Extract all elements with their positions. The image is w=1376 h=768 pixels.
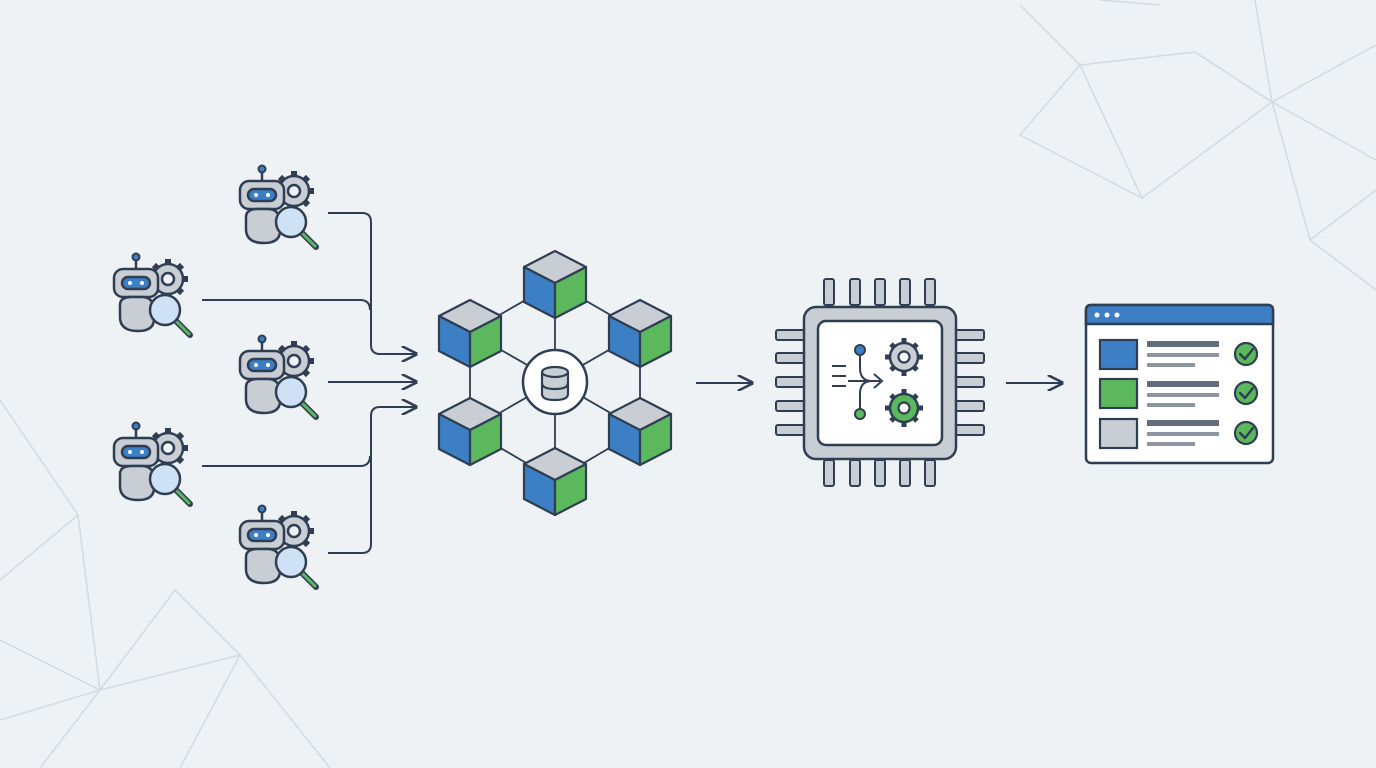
cube xyxy=(437,396,503,467)
cube xyxy=(607,298,673,369)
robot-icon xyxy=(114,254,190,336)
robot-icon xyxy=(240,336,316,418)
chip-pins xyxy=(775,278,985,487)
hub-network xyxy=(437,249,673,517)
gear-icon xyxy=(885,338,923,376)
gear-icon xyxy=(885,389,923,427)
robot-icon xyxy=(114,423,190,505)
result-row xyxy=(1098,338,1259,371)
cube xyxy=(437,298,503,369)
agent-connectors xyxy=(202,212,416,554)
result-row xyxy=(1098,417,1259,450)
robot-icon xyxy=(240,166,316,248)
chip-icon xyxy=(775,278,985,487)
agent-group xyxy=(114,166,316,588)
browser-window-icon xyxy=(1084,303,1275,465)
cube xyxy=(607,396,673,467)
check-icon xyxy=(1233,420,1259,446)
robot-icon xyxy=(240,506,316,588)
merge-arrow-icon xyxy=(832,344,884,420)
cube xyxy=(522,249,588,320)
result-row xyxy=(1098,377,1259,410)
hub-cubes xyxy=(437,249,673,517)
check-icon xyxy=(1233,380,1259,406)
database-icon xyxy=(521,348,589,416)
cube xyxy=(522,446,588,517)
check-icon xyxy=(1233,341,1259,367)
